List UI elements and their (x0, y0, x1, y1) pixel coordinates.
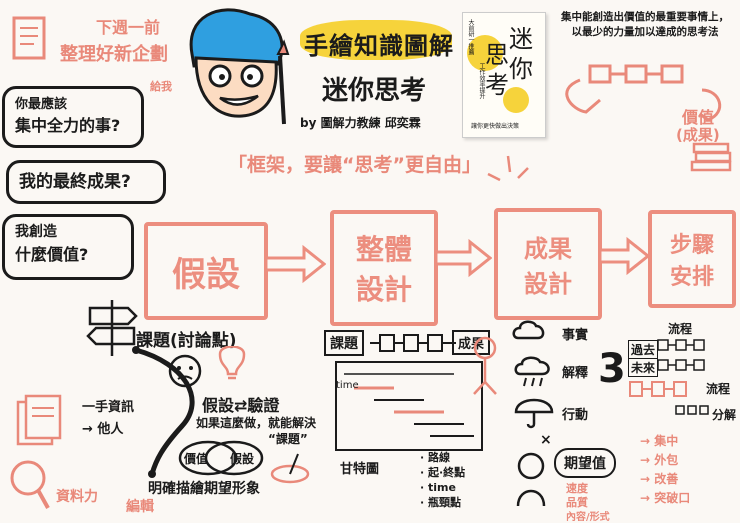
step-4-line-1: 步驟 (669, 233, 714, 258)
question-bubble-2: 我的最終成果? (6, 160, 166, 204)
gantt-label: 甘特圖 (340, 462, 380, 477)
cloud-icon (512, 320, 545, 340)
info-source-2: → 他人 (82, 422, 124, 437)
question-bubble-3: 我創造 什麼價值? (2, 214, 134, 280)
outcome-speed: 速度 (566, 482, 588, 495)
outcome-quality: 品質 (566, 496, 588, 509)
title-highlight (300, 20, 452, 60)
hypothesis-verify: 假設⇄驗證 (202, 396, 280, 415)
arrow-2 (434, 238, 492, 278)
info-source-1: 一手資訊 (82, 400, 135, 415)
sun-rays (487, 155, 529, 182)
outcome-number: 3 (598, 346, 626, 392)
page-title: 手繪知識圖解 (304, 32, 454, 60)
venn-diagram (178, 440, 264, 476)
book-side-text: 大前研一推薦 (467, 19, 474, 55)
presenter-cartoon (189, 8, 290, 125)
rain-cloud-icon (514, 356, 550, 387)
signpost-icon (86, 300, 138, 356)
hypothesis-if-do: 如果這麼做，就能解決 (196, 416, 317, 430)
note-top-left-2: 整理好新企劃 (60, 44, 168, 65)
gantt-chart-sketch (335, 361, 483, 451)
book-title-char-4: 考 (485, 71, 509, 99)
value-label: 價值 (682, 108, 715, 127)
book-bottom-text: 讓你更快做出決策 (471, 123, 520, 130)
schedule-list-item-2: → 外包 (640, 453, 679, 467)
outcome-fact: 事實 (562, 328, 589, 343)
value-flow-diagram (565, 64, 722, 122)
venn-label-hypothesis: 假設 (230, 452, 255, 466)
question-bubble-1: 你最應該 集中全力的事? (2, 86, 144, 148)
step-scheduling: 步驟安排 (648, 210, 736, 308)
question-3-line-a: 我創造 (15, 224, 57, 240)
venn-label-value: 價值 (184, 452, 209, 466)
step-1-char-1: 假 (172, 254, 206, 295)
schedule-list-item-3: → 改善 (640, 472, 679, 486)
person-icon (473, 336, 497, 395)
step-outcome-design: 成果設計 (494, 208, 602, 320)
data-power: 資料力 (56, 489, 98, 505)
schedule-flow-title: 流程 (668, 322, 693, 336)
book-cover: 大前研一推薦 工作效率提升 迷 你 思 考 讓你更快做出決策 (462, 12, 546, 138)
arrow-1 (264, 244, 326, 284)
note-top-left-1: 下週一前 (96, 18, 161, 37)
outcome-form: 內容/形式 (566, 512, 610, 523)
schedule-flow-2: 流程 (706, 382, 731, 396)
umbrella-icon (514, 398, 554, 429)
expectation-bubble: 期望值 (554, 448, 616, 478)
note-top-left-3: 給我 (150, 80, 172, 93)
step-3-line-2: 設計 (524, 270, 572, 298)
gantt-time-label: time (336, 380, 359, 391)
books-stack-icon (690, 142, 732, 172)
schedule-flow-lines (657, 339, 705, 371)
framework-banner: 「框架，要讓“思考”更自由」 (228, 154, 481, 176)
page-subtitle: 迷你思考 (322, 76, 427, 106)
top-right-note: 集中能創造出價值的最重要事情上，以最少的力量加以達成的思考法 (561, 11, 729, 38)
hypothesis-problem: “課題” (268, 432, 308, 446)
overall-list-item-2: · 起·終點 (420, 466, 466, 479)
arrow-3 (598, 236, 650, 276)
step-overall-design: 整體設計 (330, 210, 438, 326)
step-2-line-1: 整體 (355, 233, 412, 266)
overall-list-item-4: · 瓶頸點 (420, 496, 462, 509)
book-title-char-2: 你 (509, 55, 533, 83)
overall-flow (370, 334, 456, 352)
step-4-line-2: 安排 (669, 265, 714, 290)
book-title-char-3: 思 (485, 41, 509, 69)
outcome-cross: × (540, 432, 552, 448)
schedule-breakdown (629, 381, 709, 415)
schedule-list-item-4: → 突破口 (640, 491, 691, 505)
edit-label: 編輯 (126, 499, 154, 515)
question-1-line-a: 你最應該 (15, 97, 68, 112)
schedule-list-item-1: → 集中 (640, 434, 679, 448)
expectation-person (516, 452, 546, 507)
step-1-char-2: 設 (206, 254, 240, 295)
schedule-flow-3: 分解 (712, 408, 737, 422)
step-2-line-2: 設計 (355, 273, 412, 306)
overall-list-item-3: · time (420, 481, 456, 494)
documents-icon (16, 394, 62, 446)
hypothesis-topic: 課題(討論點) (136, 331, 237, 351)
step-3-line-1: 成果 (524, 235, 572, 263)
target-icon (270, 453, 310, 484)
overall-list-item-1: · 路線 (420, 451, 451, 464)
outcome-interpretation: 解釋 (562, 366, 589, 381)
outcome-action: 行動 (562, 408, 589, 423)
book-side-text-2: 工作效率提升 (478, 63, 485, 99)
question-1-line-b: 集中全力的事? (15, 116, 121, 135)
overall-topic: 課題 (324, 330, 364, 356)
doc-icon (12, 16, 46, 60)
overall-list: · 路線 · 起·終點 · time · 瓶頸點 (420, 450, 465, 510)
magnifier-icon (10, 460, 50, 509)
schedule-list: → 集中 → 外包 → 改善 → 突破口 (640, 432, 690, 508)
book-title-char-1: 迷 (509, 25, 533, 53)
lightbulb-icon (218, 346, 246, 380)
step-hypothesis: 假設 (144, 222, 268, 320)
hypothesis-draw: 明確描繪期望形象 (148, 481, 260, 497)
question-3-line-b: 什麼價值? (15, 245, 89, 264)
byline: by 圖解力教練 邱奕霖 (300, 116, 421, 130)
hypothesis-curve (132, 346, 195, 478)
value-label-2: (成果) (676, 126, 720, 144)
